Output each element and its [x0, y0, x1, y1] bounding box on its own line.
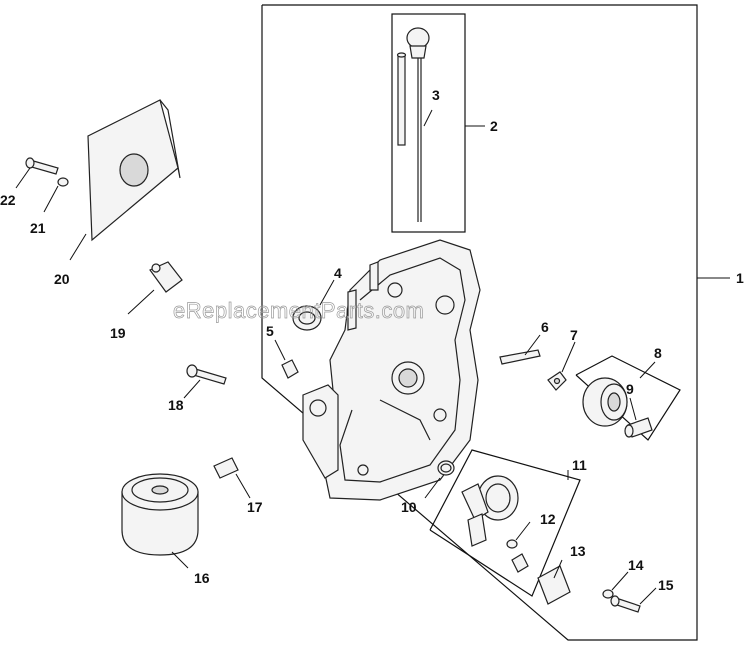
retaining-clip	[547, 371, 567, 391]
oil-pump-box	[429, 449, 581, 597]
callout-22: 22	[0, 192, 16, 208]
callout-5: 5	[266, 323, 274, 339]
oil-pump	[461, 475, 519, 547]
closure-plate	[302, 239, 481, 501]
o-ring	[437, 460, 455, 476]
callout-18: 18	[168, 397, 184, 413]
dowel-pin	[499, 349, 541, 365]
callout-17: 17	[247, 499, 263, 515]
callout-13: 13	[570, 543, 586, 559]
pipe-plug	[281, 359, 299, 379]
callout-20: 20	[54, 271, 70, 287]
callout-4: 4	[334, 265, 342, 281]
callout-21: 21	[30, 220, 46, 236]
callout-8: 8	[654, 345, 662, 361]
bolt-15	[610, 595, 641, 613]
filter-nipple	[213, 457, 239, 479]
callout-9: 9	[626, 381, 634, 397]
callout-14: 14	[628, 557, 644, 573]
callout-7: 7	[570, 327, 578, 343]
callout-2: 2	[490, 118, 498, 134]
bolt-18	[186, 364, 227, 385]
assembly-frame	[261, 4, 698, 641]
callout-numbers: 1 2 3 4 5 6 7 8 9 10 11 12 13 14 15 16 1…	[0, 87, 744, 593]
oil-pickup	[511, 553, 571, 605]
oil-filter	[121, 473, 199, 556]
oil-seal	[292, 305, 322, 331]
dipstick	[396, 27, 430, 222]
governor-shaft	[624, 417, 653, 438]
oil-pressure-switch	[149, 261, 183, 293]
callout-15: 15	[658, 577, 674, 593]
watermark: eReplacementParts.com	[173, 298, 424, 323]
callout-6: 6	[541, 319, 549, 335]
washer-21	[57, 177, 69, 187]
callout-3: 3	[432, 87, 440, 103]
callout-11: 11	[572, 457, 587, 473]
callout-16: 16	[194, 570, 210, 586]
pump-ring	[506, 539, 518, 549]
callout-12: 12	[540, 511, 556, 527]
callout-19: 19	[110, 325, 126, 341]
dipstick-box	[391, 13, 466, 233]
callout-10: 10	[401, 499, 417, 515]
washer	[602, 589, 614, 599]
leader-lines	[15, 109, 730, 605]
callout-1: 1	[736, 270, 744, 286]
screw-22	[25, 157, 59, 175]
governor-box	[575, 355, 681, 441]
governor-gear	[582, 377, 628, 427]
breather-plate	[87, 99, 181, 242]
